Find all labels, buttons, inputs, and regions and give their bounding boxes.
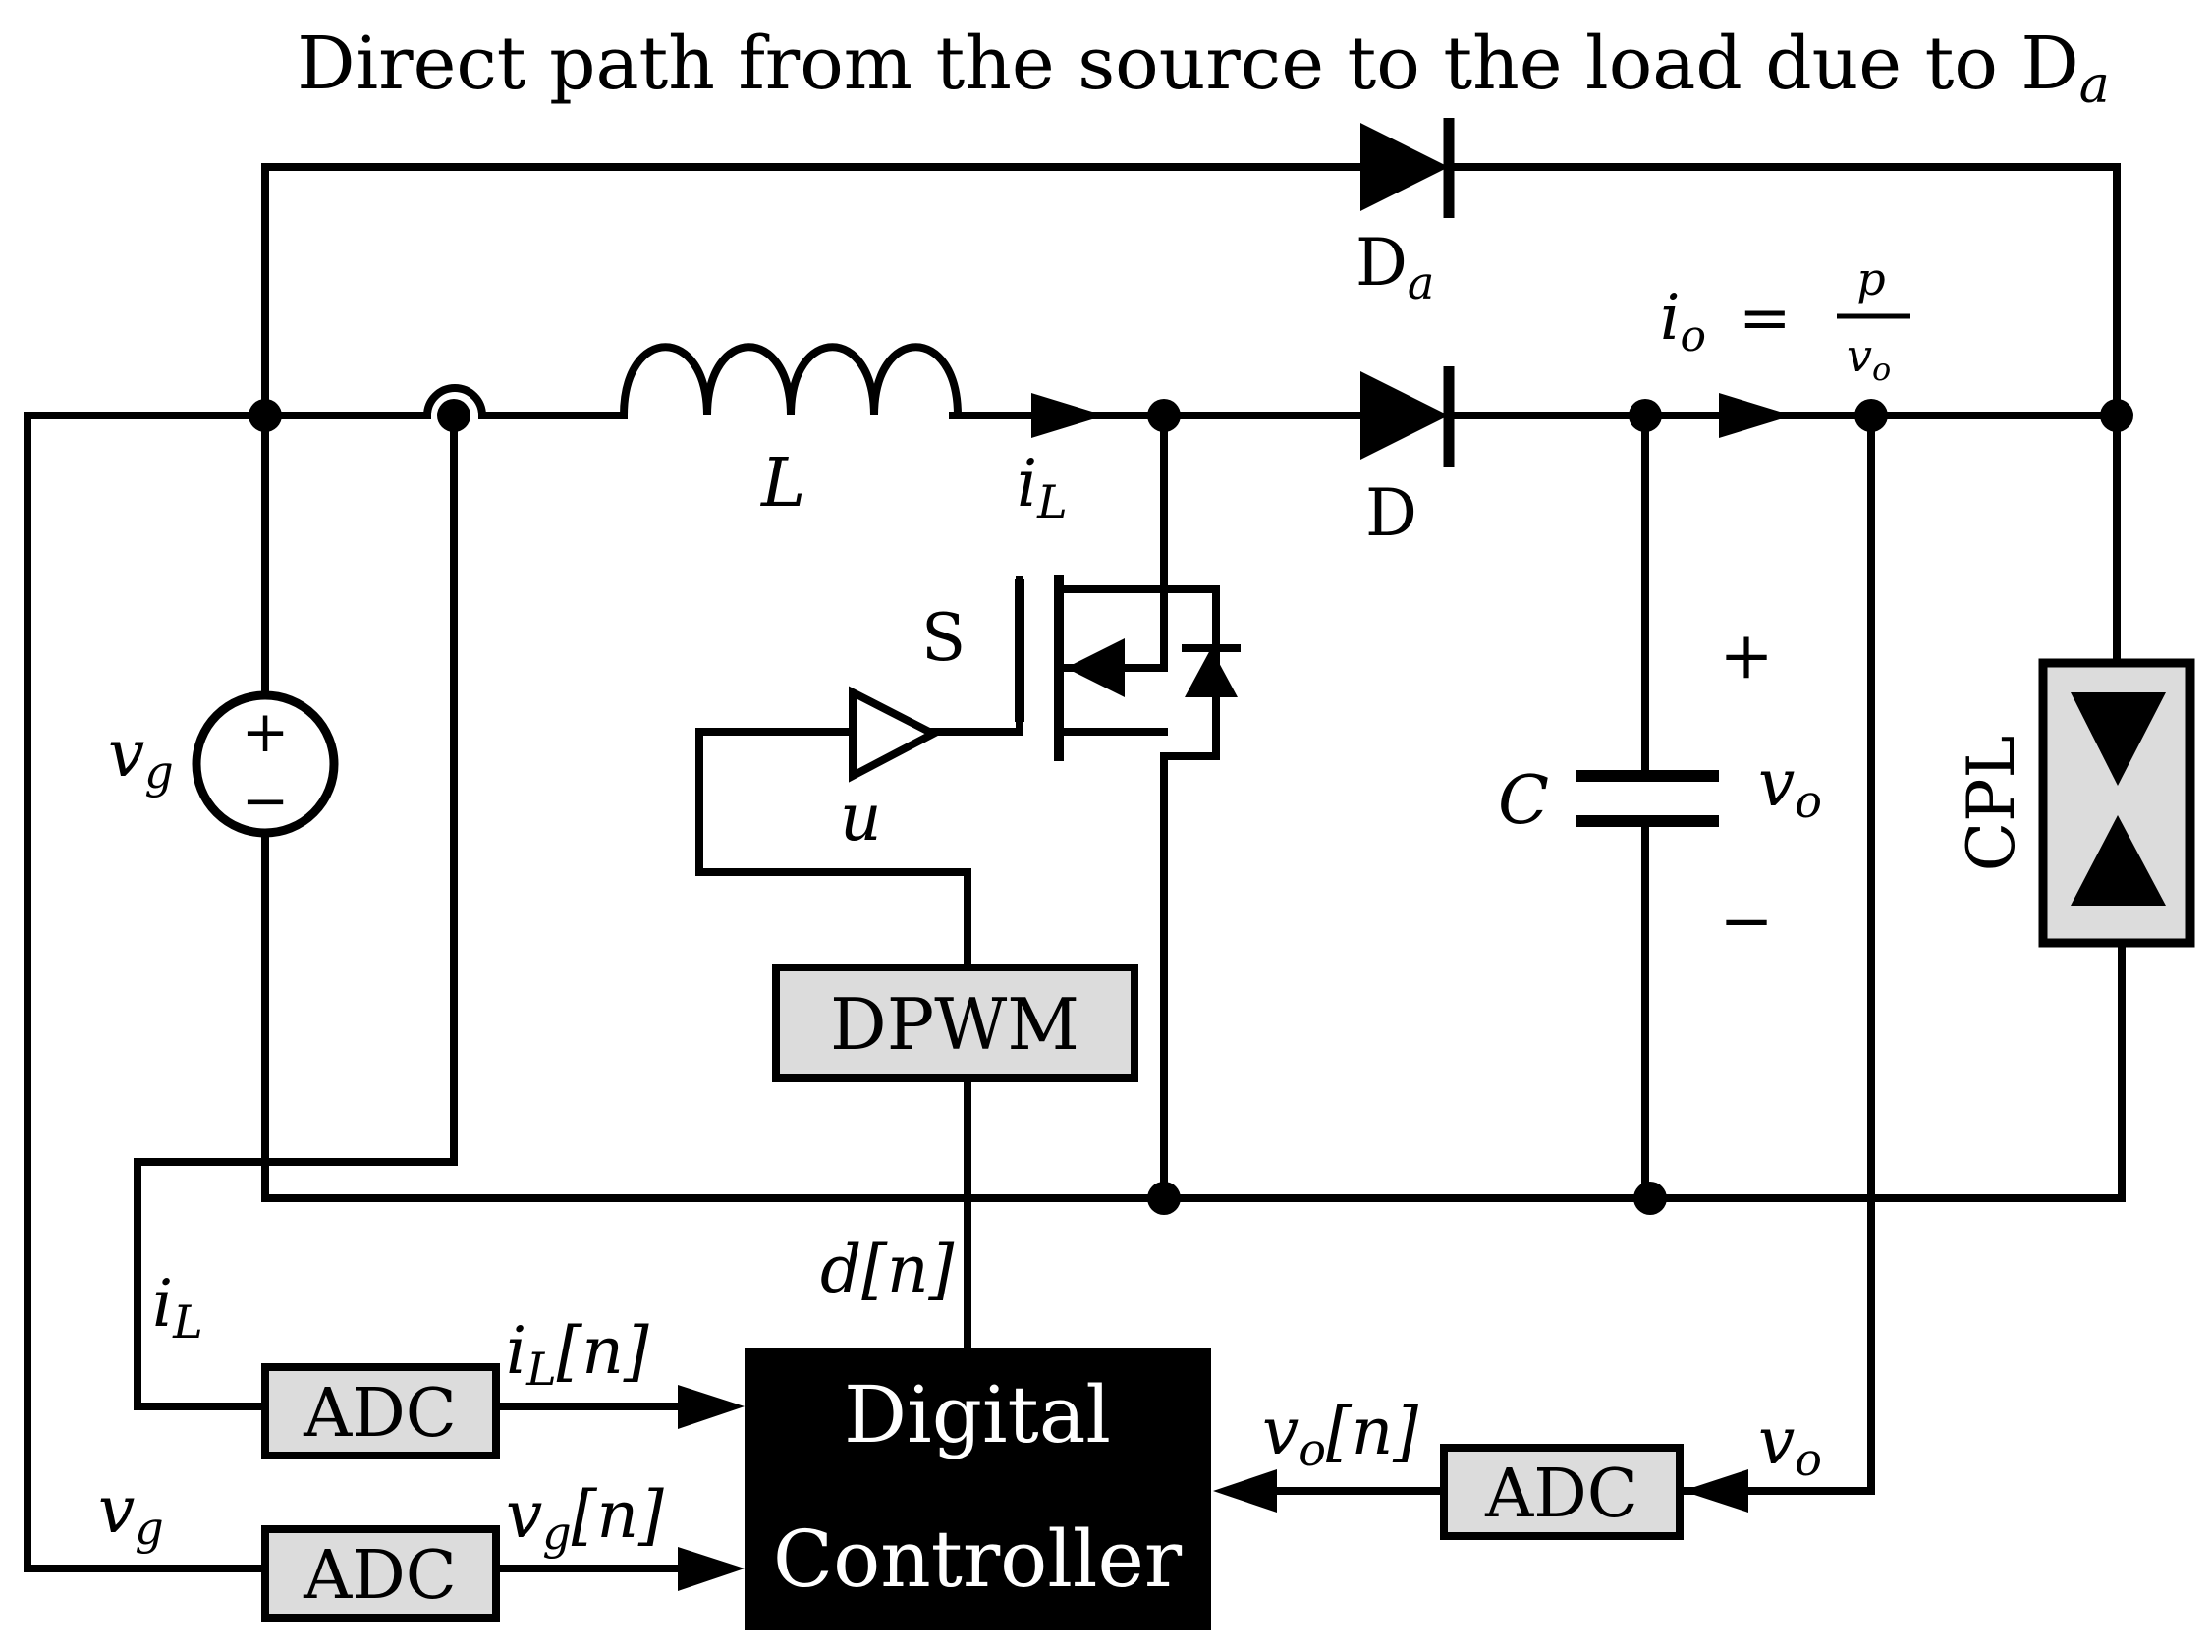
gate-driver-buffer xyxy=(849,686,942,783)
wires xyxy=(24,163,2126,1572)
il-n-label: iL[n] xyxy=(506,1313,649,1396)
inductor-coil xyxy=(619,343,963,420)
diode-d-label: D xyxy=(1365,475,1417,551)
svg-text:p: p xyxy=(1856,252,1885,305)
inductor-current-label: iL xyxy=(1017,446,1068,528)
digital-controller-block xyxy=(745,1348,1211,1630)
voltage-source-symbol xyxy=(192,690,339,838)
gate-signal-label: u xyxy=(840,780,882,855)
cpl-load-symbol xyxy=(2038,658,2195,948)
diagram-title: Direct path from the source to the load … xyxy=(297,22,2110,115)
mosfet-switch-symbol xyxy=(1015,575,1241,761)
vo-sense-label: vo xyxy=(1758,1404,1822,1486)
output-plus-sign: + xyxy=(1719,618,1773,693)
vg-sense-label: vg xyxy=(98,1472,164,1555)
inductor-current-arrow xyxy=(1031,393,1105,438)
junction-dots xyxy=(249,399,2133,1215)
duty-cycle-label: d[n] xyxy=(820,1232,955,1307)
output-minus-sign: − xyxy=(1719,883,1773,959)
adc-il-label: ADC xyxy=(303,1375,457,1453)
source-plus-sign: + xyxy=(242,698,290,765)
il-sense-label: iL xyxy=(152,1266,203,1349)
adc-vg-block xyxy=(261,1525,500,1622)
capacitor-symbol xyxy=(1576,770,1719,827)
dpwm-block xyxy=(772,964,1138,1082)
svg-text:=: = xyxy=(1739,282,1792,355)
output-current-arrow xyxy=(1719,393,1793,438)
adc-il-block xyxy=(261,1363,500,1459)
adc-vo-block xyxy=(1440,1444,1684,1540)
vg-n-label: vg[n] xyxy=(506,1477,664,1560)
switch-label: S xyxy=(921,600,966,676)
diode-d-symbol xyxy=(1360,366,1455,467)
adc-vg-label: ADC xyxy=(303,1537,457,1615)
dpwm-label: DPWM xyxy=(830,983,1079,1066)
diode-da-symbol xyxy=(1360,118,1455,218)
svg-text:vo: vo xyxy=(1847,329,1891,388)
inductor-label: L xyxy=(759,445,805,523)
adc-vo-label: ADC xyxy=(1484,1456,1638,1533)
vo-n-label: vo[n] xyxy=(1262,1394,1418,1476)
capacitor-label: C xyxy=(1498,762,1549,840)
diode-da-label: Da xyxy=(1355,225,1434,309)
controller-line1: Digital xyxy=(844,1369,1111,1460)
signal-arrows xyxy=(678,1385,1748,1591)
controller-line2: Controller xyxy=(773,1514,1183,1605)
output-current-equation: io = p vo xyxy=(1660,252,1910,388)
source-minus-sign: − xyxy=(242,767,290,834)
cpl-label: CPL xyxy=(1954,736,2029,872)
svg-text:io: io xyxy=(1660,282,1706,361)
output-voltage-label: vo xyxy=(1758,745,1822,828)
source-voltage-label: vg xyxy=(108,716,174,798)
